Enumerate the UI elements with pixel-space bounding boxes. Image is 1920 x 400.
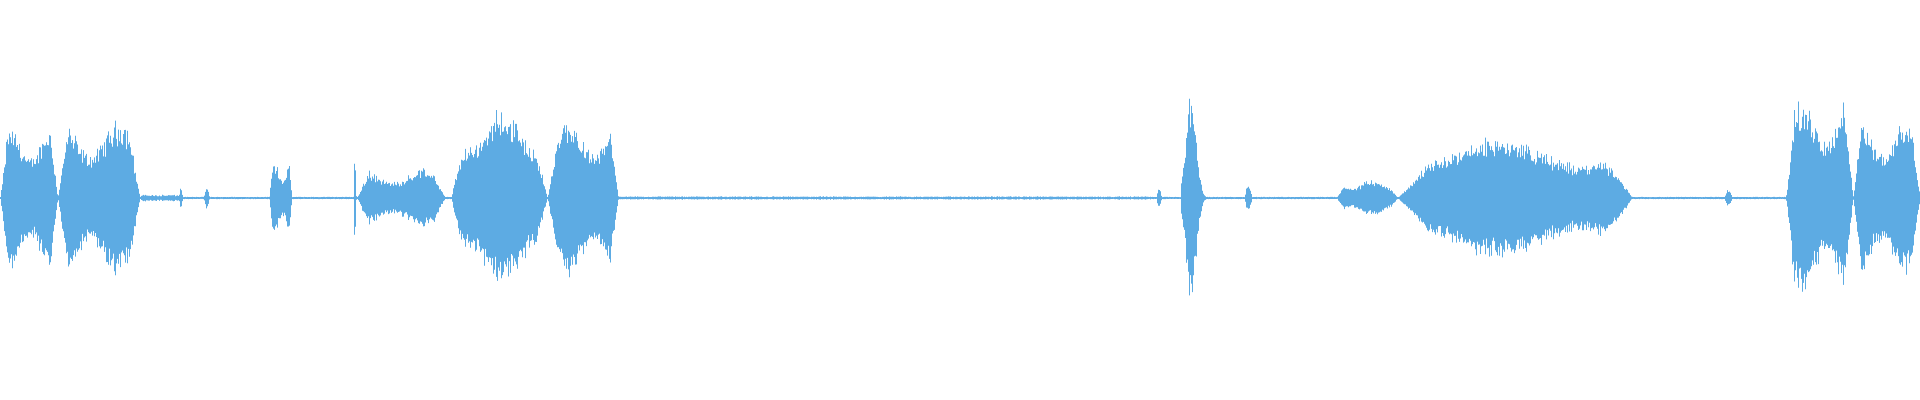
waveform-signal (0, 98, 1920, 296)
waveform-bars (0, 98, 1920, 296)
